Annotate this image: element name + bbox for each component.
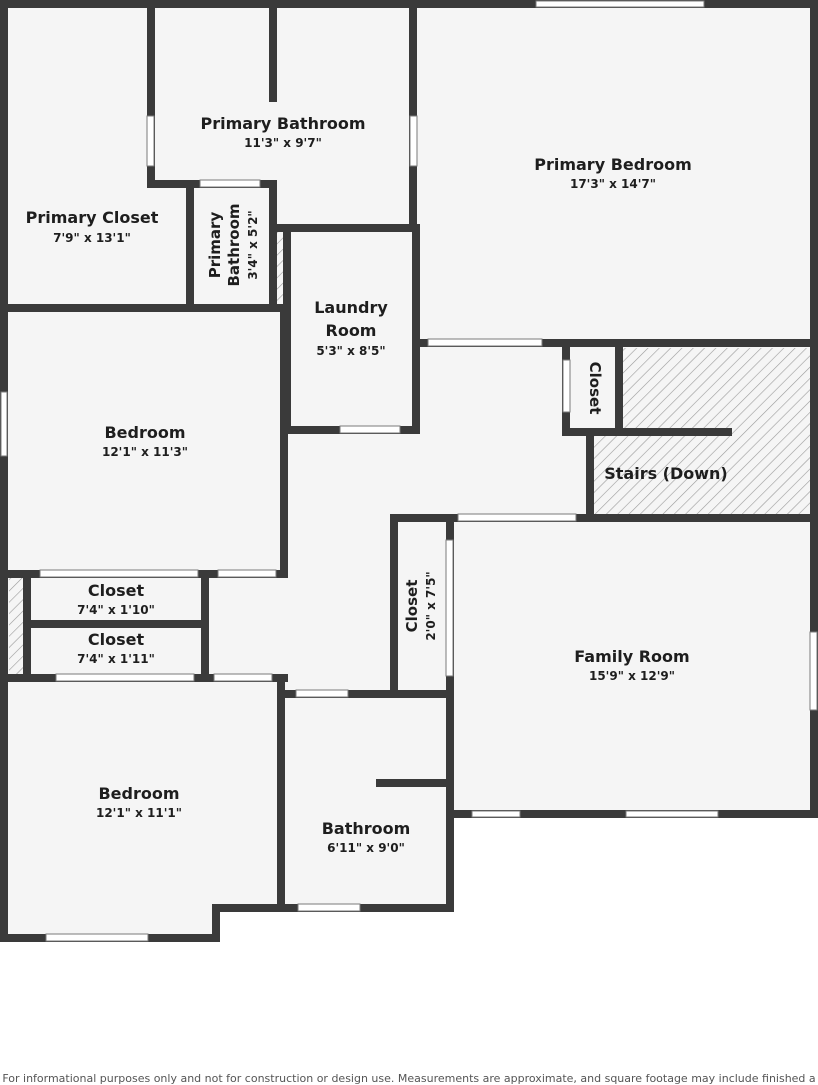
bathroom-dimensions: 6'11" x 9'0" [327,841,405,855]
hall-closet-dimensions: 2'0" x 7'5" [424,571,438,640]
family-room-label: Family Room [574,647,689,666]
laundry-room-label-line1: Laundry [314,298,388,317]
primary-closet-dimensions: 7'9" x 13'1" [53,231,131,245]
primary-bedroom-dimensions: 17'3" x 14'7" [570,177,656,191]
laundry-room-dimensions: 5'3" x 8'5" [316,344,385,358]
closet-b-dimensions: 7'4" x 1'11" [77,652,155,666]
room-labels: Primary Bathroom 11'3" x 9'7" Primary Be… [26,114,728,855]
primary-bathroom-label: Primary Bathroom [200,114,365,133]
upper-bedroom-dimensions: 12'1" x 11'3" [102,445,188,459]
stairs-closet-label: Closet [586,362,604,415]
laundry-room-label-line2: Room [326,321,377,340]
hall-closet-label: Closet [403,580,421,633]
primary-bathroom-small-label-line1: Primary [206,212,224,279]
primary-bathroom-dimensions: 11'3" x 9'7" [244,136,322,150]
closet-a-label: Closet [88,581,145,600]
disclaimer-text: For informational purposes only and not … [2,1072,816,1085]
stairs-label: Stairs (Down) [604,464,728,483]
primary-closet-label: Primary Closet [26,208,159,227]
lower-bedroom-label: Bedroom [98,784,179,803]
family-room-dimensions: 15'9" x 12'9" [589,669,675,683]
primary-bedroom-label: Primary Bedroom [534,155,692,174]
stairs-hatch [9,232,810,676]
lower-bedroom-dimensions: 12'1" x 11'1" [96,806,182,820]
closet-a-dimensions: 7'4" x 1'10" [77,603,155,617]
bathroom-label: Bathroom [322,819,411,838]
windows [0,0,818,942]
floor-fill [4,4,814,938]
upper-bedroom-label: Bedroom [104,423,185,442]
primary-bathroom-small-label-line2: Bathroom [225,203,243,286]
closet-b-label: Closet [88,630,145,649]
primary-bathroom-small-dimensions: 3'4" x 5'2" [246,210,260,279]
